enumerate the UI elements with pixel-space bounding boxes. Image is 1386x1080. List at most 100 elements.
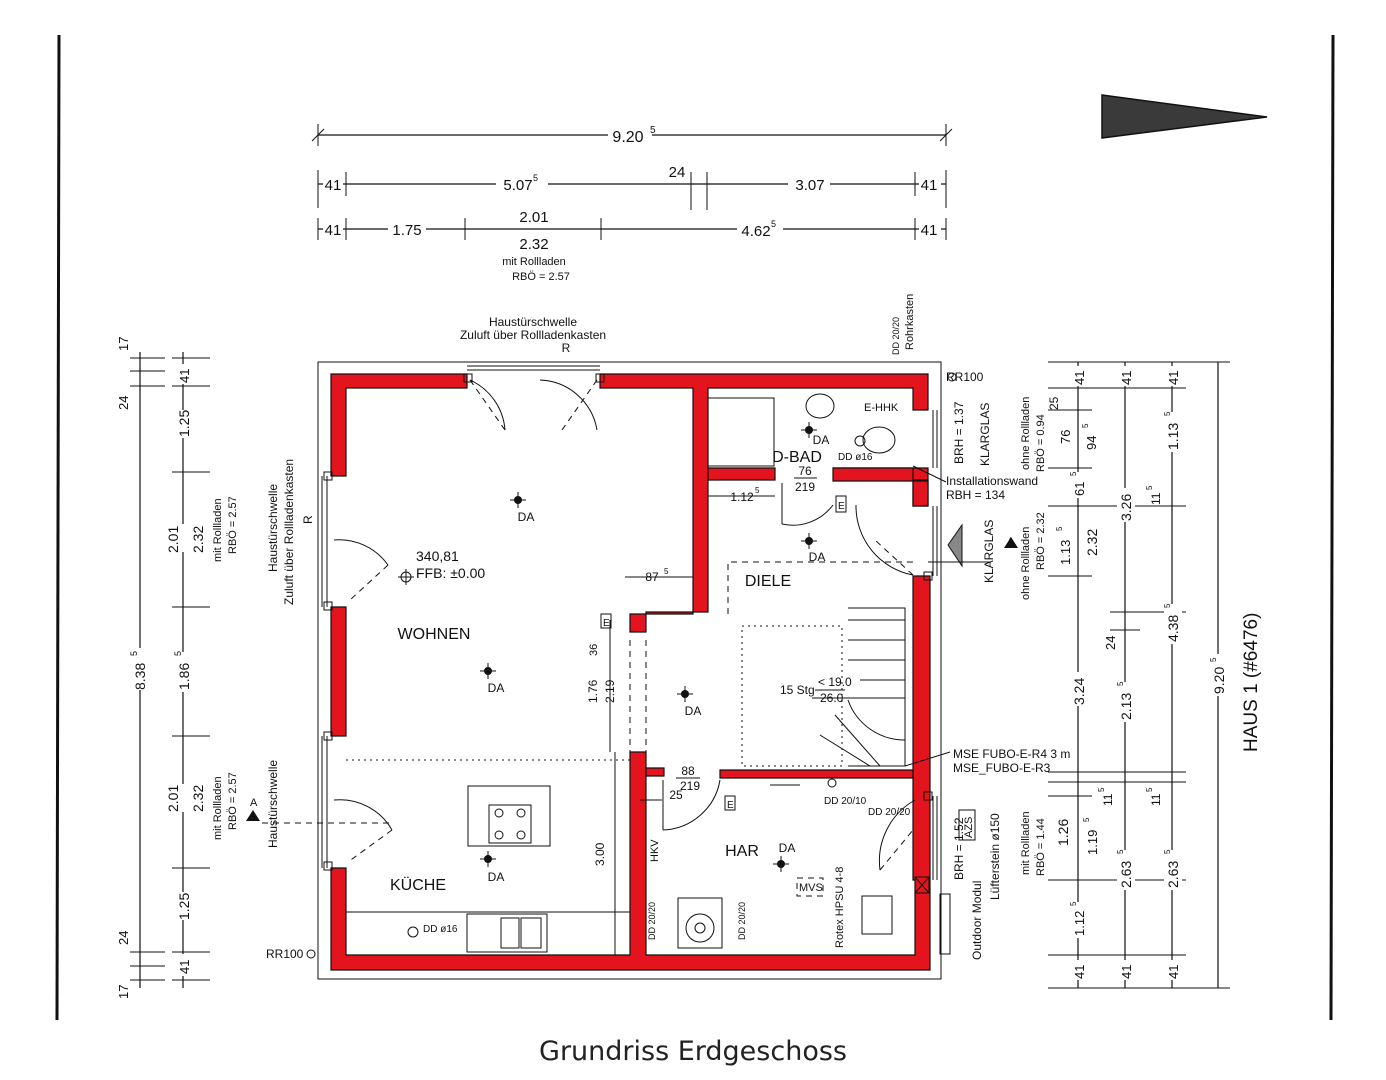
house-label: HAUS 1 (#6476) (1241, 613, 1262, 752)
annotations: 340,81 FFB: ±0.00 15 Stg < 19.0 26.0 76 … (250, 294, 1070, 961)
right-c1-112: 1.12 (1072, 911, 1087, 936)
right-c3-438: 4.38 (1165, 615, 1181, 642)
win2-note: ohne Rollladen (1020, 527, 1032, 600)
win2-rbo: RBÖ = 2.32 (1035, 512, 1047, 570)
top-r2-a-sup: 5 (533, 173, 538, 183)
left-top24: 24 (116, 396, 131, 410)
dim-36: 36 (588, 644, 600, 656)
page-border-left (55, 34, 61, 1021)
brh1-label: BRH = 1.37 (952, 401, 966, 464)
top-r2-left: 41 (325, 177, 342, 194)
right-c1-113: 1.13 (1058, 540, 1073, 565)
left-b: 2.01 (165, 526, 181, 553)
dd2020-har-label: DD 20/20 (868, 807, 911, 818)
right-c1-94: 94 (1084, 436, 1099, 450)
rr100-top: RR100 (946, 370, 984, 384)
top-r2-a: 5.07 (503, 177, 532, 194)
top-r2-b: 3.07 (795, 177, 824, 194)
building-outline (317, 361, 942, 980)
stairs-rise: < 19.0 (818, 675, 852, 689)
zuluft-top: Zuluft über Rollladenkasten (460, 328, 606, 342)
right-c2-263-sup: 5 (1116, 849, 1125, 854)
rohrkasten-label: Rohrkasten (904, 294, 916, 350)
brh2-label: BRH = 1.52 (952, 817, 966, 880)
top-r2-right: 41 (921, 177, 938, 194)
right-dimensions: 41 25 76 94 5 61 5 1.13 5 2.32 3.24 1.19… (1020, 361, 1230, 989)
stairs-run: 26.0 (820, 691, 844, 705)
left-dimensions: 17 24 41 1.25 2.01 2.32 mit Rollladen RB… (116, 337, 239, 999)
win1-rbo: RBÖ = 0.94 (1035, 414, 1047, 472)
right-c1-119: 1.19 (1085, 830, 1100, 855)
left-bot24: 24 (116, 931, 131, 945)
da-label-6: DA (813, 433, 830, 447)
hkv-label: HKV (649, 839, 661, 862)
left-top41: 41 (177, 369, 192, 383)
room-diele: DIELE (745, 573, 791, 590)
left-d-rbo: RBÖ = 2.57 (227, 772, 239, 830)
right-c3-438-sup: 5 (1163, 603, 1172, 608)
top-window-rbo: RBÖ = 2.57 (512, 271, 570, 283)
right-c3-41a: 41 (1166, 371, 1181, 385)
right-c2-41b: 41 (1119, 965, 1134, 979)
left-e: 1.25 (176, 893, 192, 920)
right-c1-41a: 41 (1072, 371, 1087, 385)
har-25: 25 (669, 788, 683, 802)
top-r3-a: 1.75 (392, 222, 421, 239)
right-c3-113: 1.13 (1165, 423, 1181, 450)
right-c2-213: 2.13 (1118, 693, 1134, 720)
har-door-h: 219 (680, 779, 700, 793)
ehhk-label: E-HHK (864, 402, 899, 414)
da-label-7: DA (779, 841, 796, 855)
right-c2-326: 3.26 (1118, 494, 1134, 521)
left-bot17: 17 (116, 985, 131, 999)
right-c1-126: 1.26 (1055, 819, 1071, 846)
top-total-dim: 9.20 (612, 129, 643, 146)
left-d-note: mit Rollladen (212, 776, 224, 840)
haustur-top: Haustürschwelle (489, 315, 577, 329)
right-c3-11a: 11 (1149, 492, 1163, 505)
mse-label-2: MSE_FUBO-E-R3 (953, 761, 1051, 775)
left-d: 2.01 (165, 785, 181, 812)
rotex-label: Rotex HPSU 4-8 (834, 867, 846, 948)
top-r3-left: 41 (325, 222, 342, 239)
e-label-3: E (603, 618, 610, 629)
left-c-sup: 5 (173, 651, 183, 656)
a-right: A (1007, 536, 1015, 548)
dim-176: 1.76 (586, 679, 600, 703)
bad-width: 1.12 (730, 490, 754, 504)
top-total-dim-sup: 5 (650, 125, 656, 136)
right-c3-113-sup: 5 (1163, 411, 1172, 416)
azs-label: AZS (963, 817, 975, 838)
win3-note: mit Rollladen (1020, 811, 1032, 875)
left-b-rbo: RBÖ = 2.57 (227, 496, 239, 554)
top-window-note: mit Rollladen (502, 256, 566, 268)
har-door-w: 88 (681, 764, 695, 778)
dim-87-sup: 5 (664, 567, 669, 576)
right-c1-113-sup: 5 (1055, 526, 1064, 531)
left-b-note: mit Rollladen (212, 498, 224, 562)
bad-door-w: 76 (798, 464, 812, 478)
top-r2-mid: 24 (669, 164, 686, 181)
dd2020-a: DD 20/20 (647, 902, 657, 940)
right-c2-24: 24 (1103, 636, 1118, 650)
win1-note: ohne Rollladen (1020, 397, 1032, 470)
dd16-kueche: DD ø16 (423, 924, 458, 935)
da-label-2: DA (488, 681, 505, 695)
dim-300: 3.00 (593, 842, 607, 866)
outdoor-label: Outdoor Modul (970, 881, 984, 960)
windows (321, 365, 938, 880)
top-dimensions: 9.20 5 41 5.07 5 24 3.07 41 41 1.75 2.01… (311, 124, 953, 283)
bad-door-h: 219 (795, 480, 815, 494)
a-left: A (250, 797, 258, 809)
rbh-label: RBH = 134 (946, 488, 1005, 502)
right-c1-232: 2.32 (1084, 529, 1100, 556)
room-har: HAR (725, 843, 759, 860)
right-c1-119-sup: 5 (1082, 817, 1091, 822)
ffb-label: FFB: ±0.00 (416, 565, 485, 581)
r-top: R (562, 341, 571, 355)
right-c1-76: 76 (1058, 430, 1073, 444)
mse-label-1: MSE FUBO-E-R4 3 m (953, 747, 1070, 761)
left-c: 1.86 (176, 663, 192, 690)
room-kueche: KÜCHE (390, 876, 446, 894)
left-bot41: 41 (177, 960, 192, 974)
